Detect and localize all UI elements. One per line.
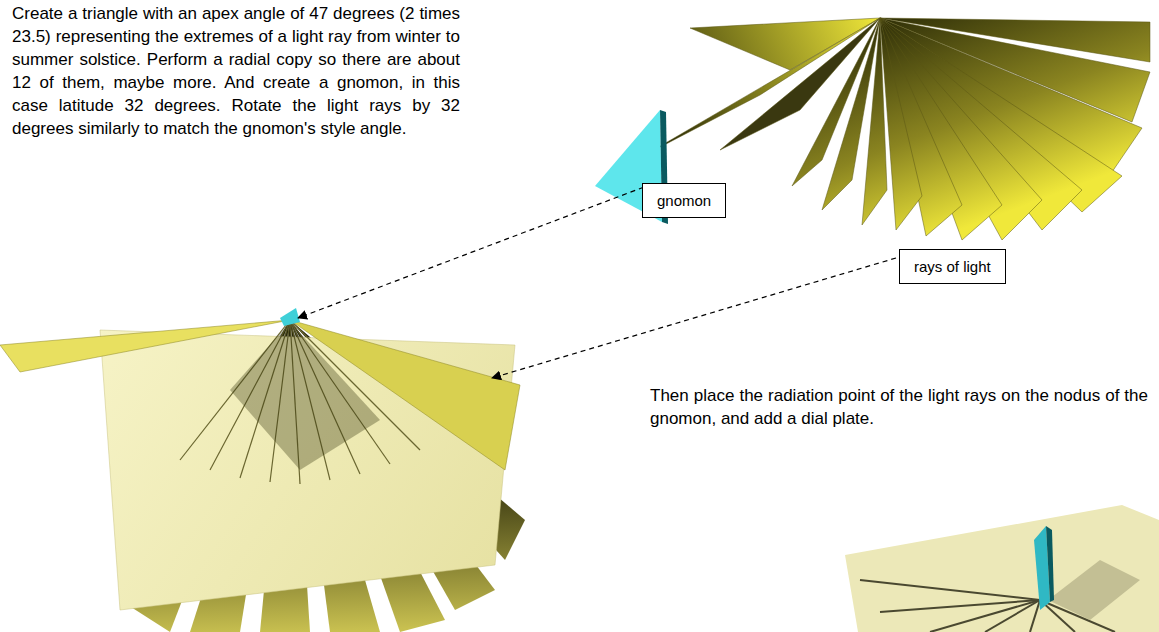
callout-text: rays of light xyxy=(914,258,991,275)
dial-photo xyxy=(845,505,1159,632)
callout-box: gnomon xyxy=(642,183,726,218)
callout-text: gnomon xyxy=(657,192,711,209)
leader-arrow xyxy=(298,184,896,378)
instruction-text: Create a triangle with an apex angle of … xyxy=(12,2,460,140)
assembled-dial xyxy=(0,308,525,632)
instruction-text: Then place the radiation point of the li… xyxy=(650,384,1148,430)
callout-box: rays of light xyxy=(899,249,1006,284)
